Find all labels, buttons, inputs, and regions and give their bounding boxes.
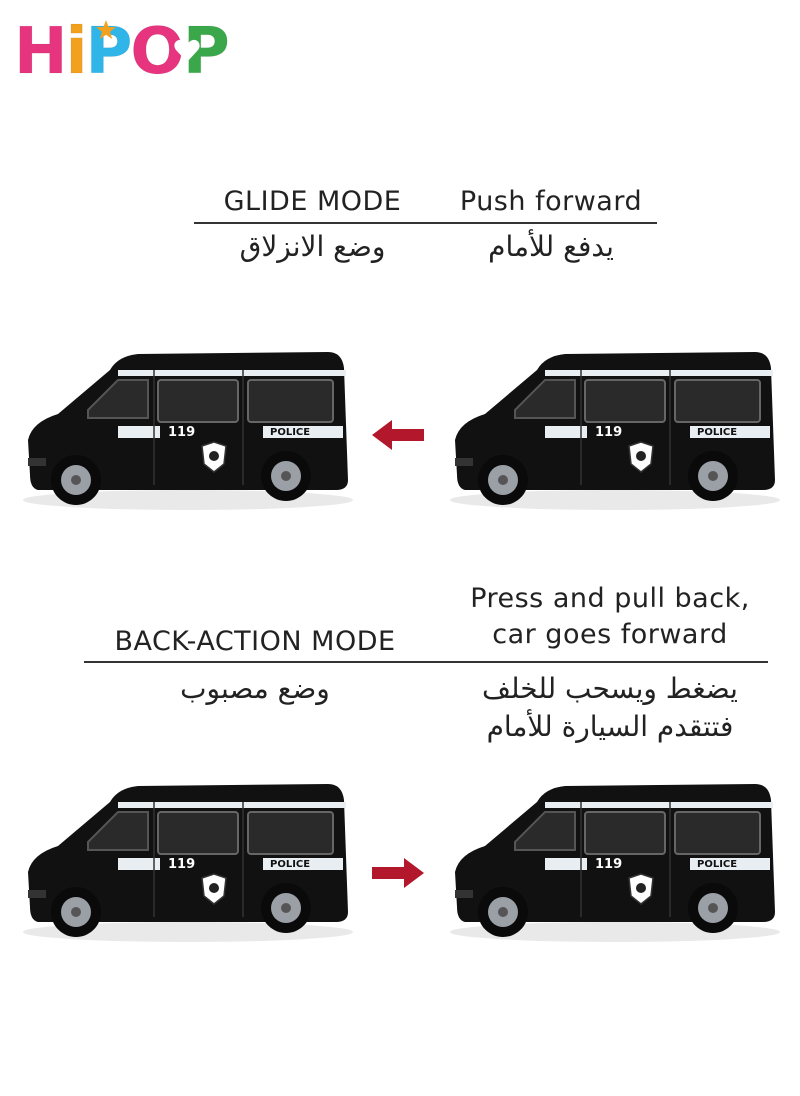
back-action-mode-label-ar: وضع مصبوب (180, 672, 330, 705)
back-action-ar-line2: فتتقدم السيارة للأمام (486, 710, 734, 743)
logo-letter-i: i (65, 15, 88, 90)
arrow-right-icon (372, 858, 424, 888)
back-action-divider (84, 661, 768, 663)
police-van-image: 119 POLICE (23, 352, 353, 510)
glide-mode-label-ar: وضع الانزلاق (239, 230, 386, 263)
van-police-text: POLICE (270, 859, 310, 870)
van-number: 119 (168, 425, 195, 440)
back-action-line2: car goes forward (492, 619, 728, 650)
glide-divider (194, 222, 657, 224)
logo-letter-p: P (85, 15, 133, 90)
back-action-ar-line1: يضغط ويسحب للخلف (482, 672, 738, 705)
van-police-text: POLICE (697, 859, 737, 870)
glide-action-label-ar: يدفع للأمام (488, 230, 614, 263)
arrow-left-icon (372, 420, 424, 450)
star-icon (96, 20, 116, 39)
police-van-image: 119 POLICE (450, 784, 780, 942)
police-van-image: 119 POLICE (450, 352, 780, 510)
brand-logo: HiPOP (14, 14, 254, 94)
police-van-image: 119 POLICE (23, 784, 353, 942)
logo-letter-h: H (14, 15, 69, 90)
van-number: 119 (168, 857, 195, 872)
van-number: 119 (595, 425, 622, 440)
back-action-line1: Press and pull back, (470, 583, 750, 614)
van-number: 119 (595, 857, 622, 872)
glide-mode-label: GLIDE MODE (223, 186, 402, 217)
van-police-text: POLICE (697, 427, 737, 438)
logo-letter-o: O (130, 15, 185, 90)
heart-icon (174, 39, 200, 62)
glide-action-label: Push forward (459, 186, 643, 217)
van-police-text: POLICE (270, 427, 310, 438)
back-action-mode-label: BACK-ACTION MODE (114, 626, 396, 657)
